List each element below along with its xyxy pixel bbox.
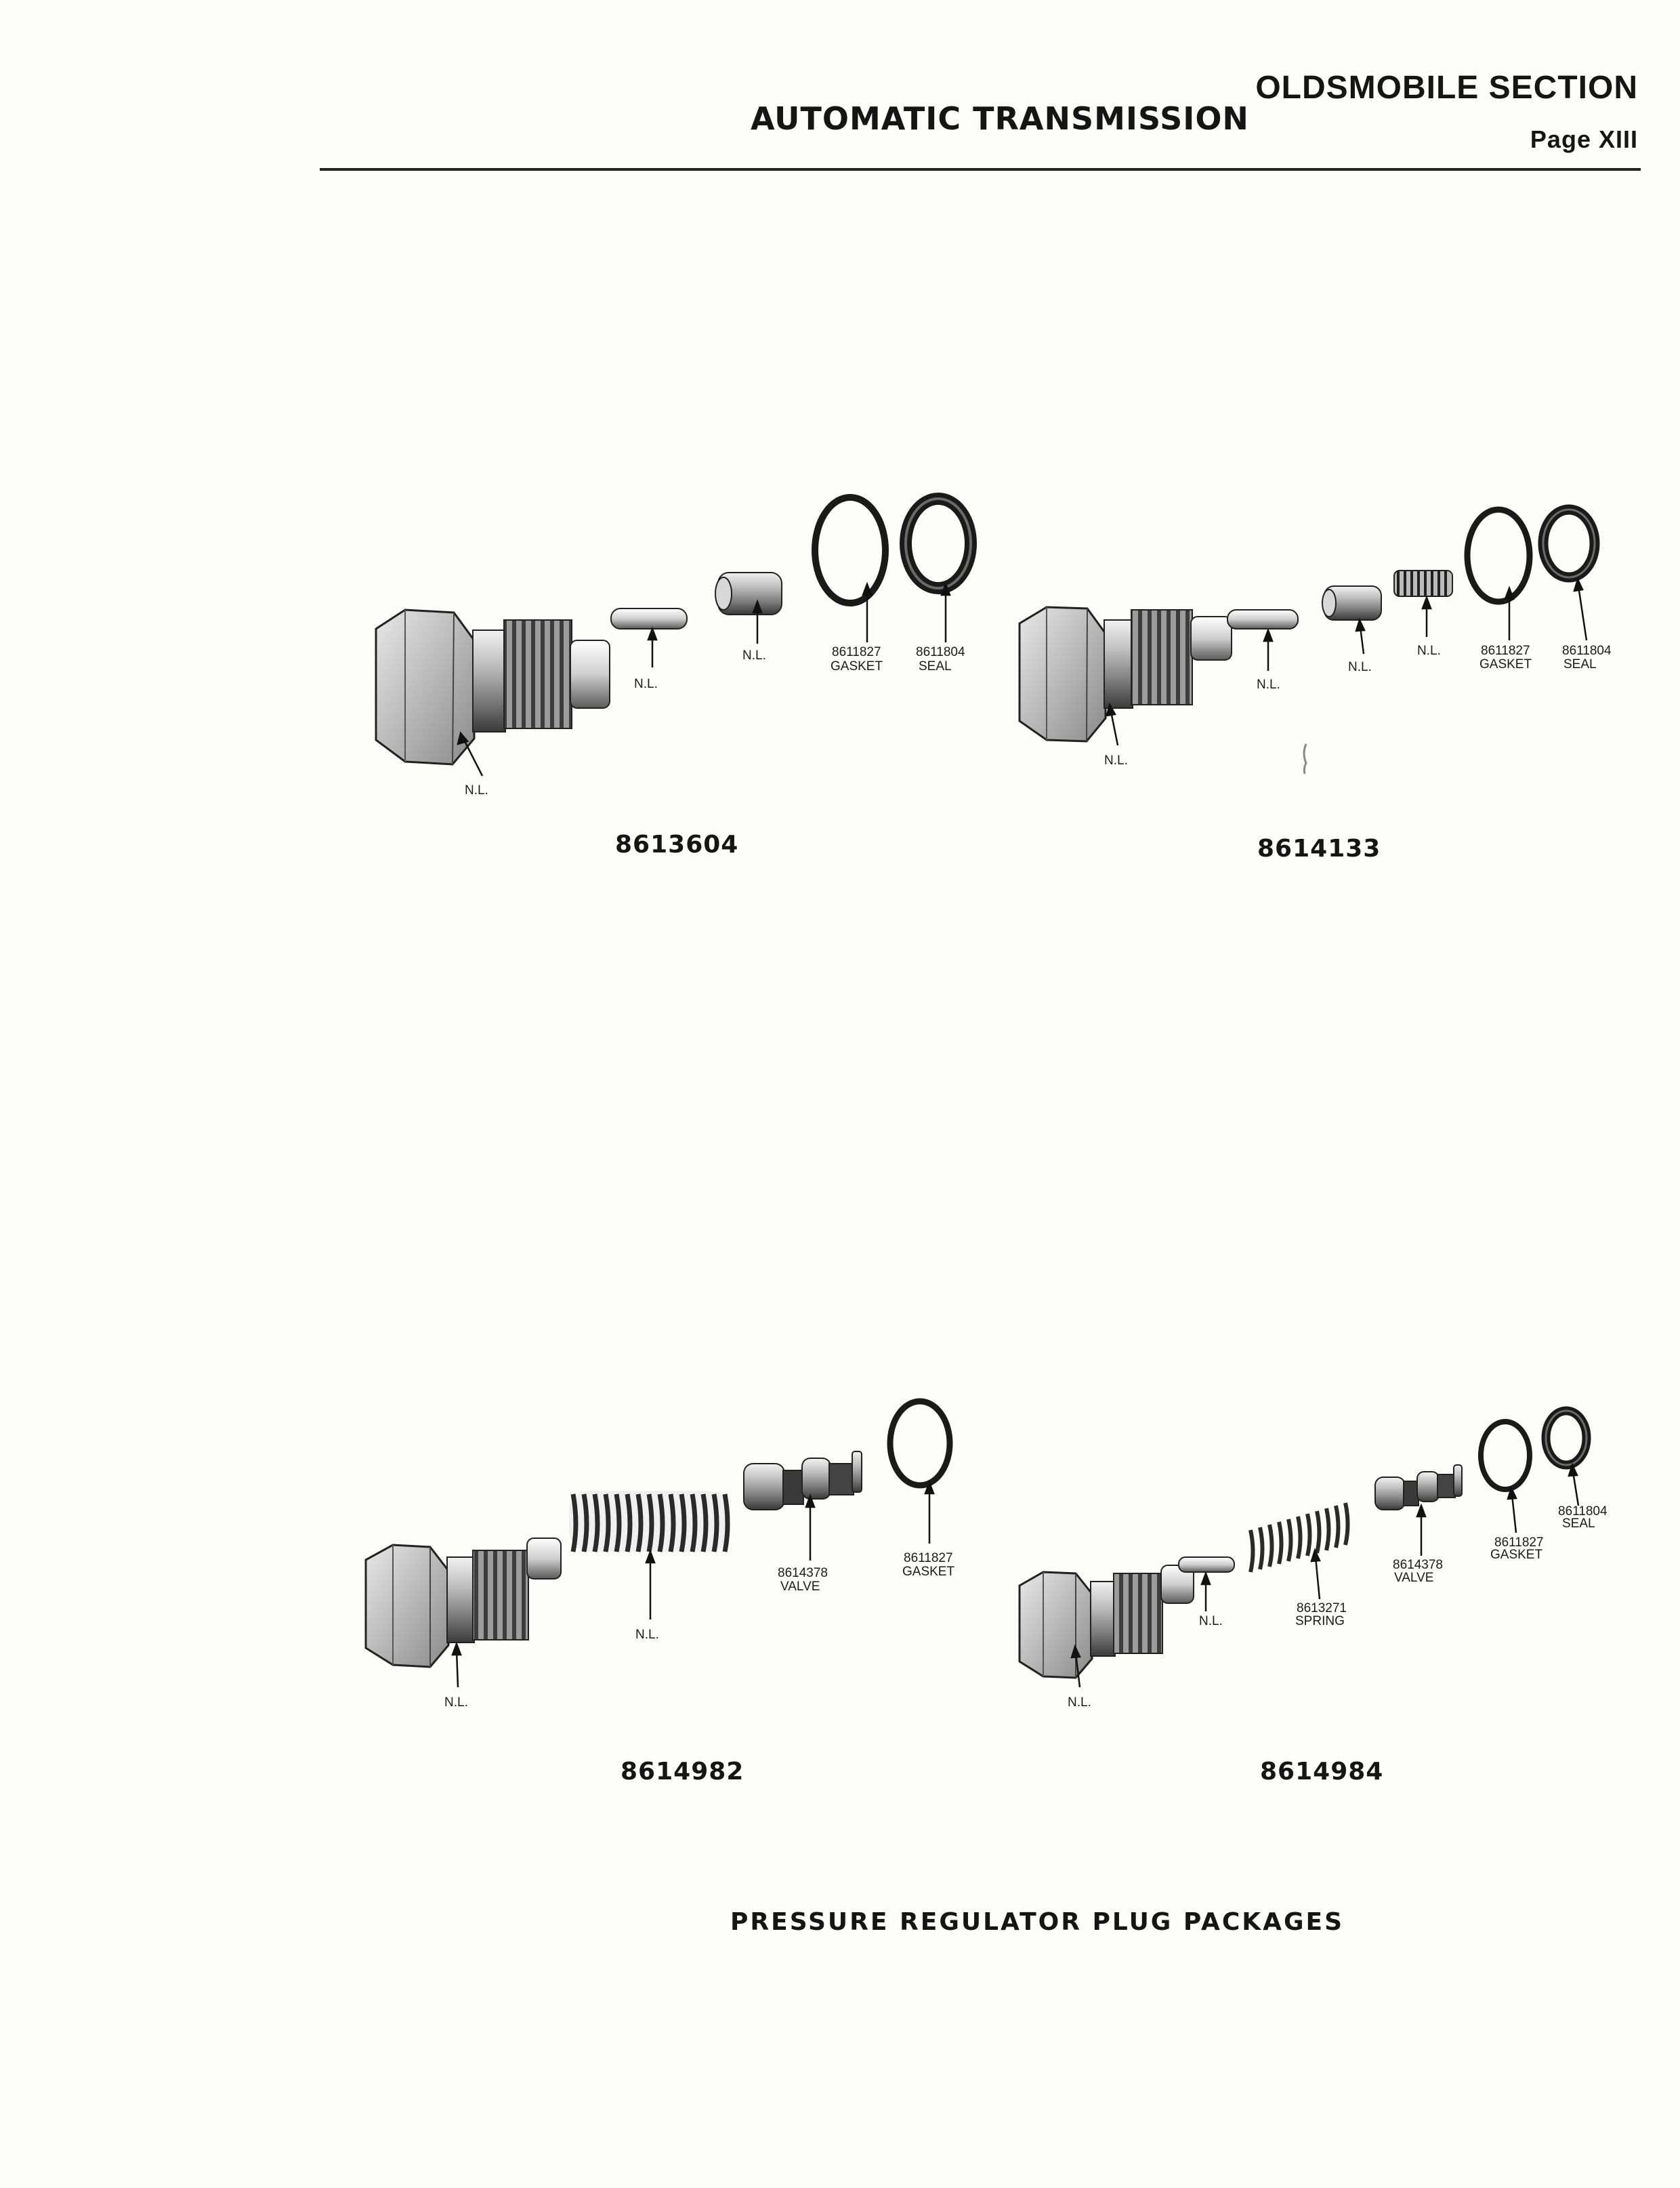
label-pin-nl: N.L.: [634, 677, 658, 691]
label-gasket-no: 8611827: [1494, 1535, 1544, 1550]
package-number-8614133: 8614133: [1257, 835, 1381, 863]
label-valve-nl: N.L.: [742, 648, 766, 663]
gasket-ring: [812, 494, 889, 606]
valve: [1374, 1464, 1463, 1510]
valve: [715, 572, 782, 615]
seal-ring: [1538, 504, 1600, 583]
hex-plug: [1018, 606, 1232, 743]
figure-caption: PRESSURE REGULATOR PLUG PACKAGES: [730, 1908, 1345, 1936]
label-spring: SPRING: [1295, 1614, 1345, 1628]
stray-mark: [1303, 743, 1307, 775]
label-pin-nl: N.L.: [1257, 678, 1280, 692]
leader-lines: [457, 581, 951, 777]
label-spring-no: 8613271: [1297, 1601, 1347, 1615]
label-spring-nl: N.L.: [1417, 644, 1441, 658]
leader-lines: [1070, 1462, 1580, 1688]
valve: [743, 1451, 862, 1510]
spring: [1393, 570, 1453, 597]
label-seal-no: 8611804: [916, 645, 965, 659]
label-plug-nl: N.L.: [465, 783, 488, 798]
label-valve-no: 8614378: [778, 1566, 828, 1580]
package-8614133: N.L. N.L. N.L. N.L. 8611827 GASKET 86118…: [1018, 504, 1612, 768]
label-seal-no: 8611804: [1558, 1504, 1608, 1519]
label-seal: SEAL: [1562, 1516, 1595, 1531]
label-valve-nl: N.L.: [1348, 660, 1372, 674]
package-number-8614982: 8614982: [621, 1758, 744, 1786]
leader-lines: [451, 1480, 935, 1688]
gasket-ring: [887, 1398, 953, 1489]
package-number-8614984: 8614984: [1260, 1758, 1384, 1786]
label-spring-nl: N.L.: [635, 1628, 659, 1642]
pin: [1178, 1556, 1235, 1573]
label-seal-no: 8611804: [1562, 644, 1612, 658]
hex-plug: [1018, 1565, 1194, 1679]
label-pin-nl: N.L.: [1199, 1614, 1223, 1628]
pin: [1227, 609, 1299, 629]
seal-ring: [1541, 1406, 1591, 1470]
label-gasket: GASKET: [1479, 657, 1532, 672]
label-valve: VALVE: [780, 1580, 820, 1594]
leader-lines: [1106, 577, 1588, 746]
gasket-ring: [1464, 506, 1533, 605]
label-gasket-no: 8611827: [832, 645, 881, 659]
seal-ring: [900, 493, 977, 594]
label-seal: SEAL: [1563, 657, 1597, 672]
hex-plug: [364, 1537, 562, 1668]
pin: [610, 608, 688, 629]
section-heading: OLDSMOBILE SECTION: [1255, 70, 1638, 106]
label-gasket-no: 8611827: [1481, 644, 1530, 658]
page-title: AUTOMATIC TRANSMISSION: [751, 100, 1249, 137]
spring: [569, 1491, 730, 1552]
label-plug-nl: N.L.: [1068, 1695, 1091, 1710]
package-8614982: N.L. N.L. 8614378 VALVE 8611827 GASKET: [364, 1398, 954, 1710]
gasket-ring: [1478, 1419, 1532, 1492]
label-seal: SEAL: [919, 659, 952, 674]
header-rule: [320, 168, 1641, 171]
label-gasket-no: 8611827: [904, 1551, 953, 1565]
label-plug-nl: N.L.: [444, 1695, 468, 1710]
label-valve-no: 8614378: [1393, 1558, 1443, 1572]
package-8613604: N.L. N.L. N.L. 8611827 GASKET 8611804 SE…: [375, 493, 977, 798]
label-valve: VALVE: [1394, 1571, 1433, 1585]
hex-plug: [375, 608, 610, 766]
spring: [1248, 1502, 1350, 1573]
label-plug-nl: N.L.: [1104, 754, 1128, 768]
package-8614984: N.L. N.L. 8613271 SPRING 8614378 VALVE 8…: [1018, 1406, 1608, 1710]
package-number-8613604: 8613604: [615, 831, 739, 859]
valve: [1322, 585, 1382, 621]
page-number: Page XIII: [1530, 125, 1638, 153]
label-gasket: GASKET: [1490, 1548, 1542, 1562]
label-gasket: GASKET: [902, 1565, 954, 1579]
label-gasket: GASKET: [831, 659, 883, 674]
